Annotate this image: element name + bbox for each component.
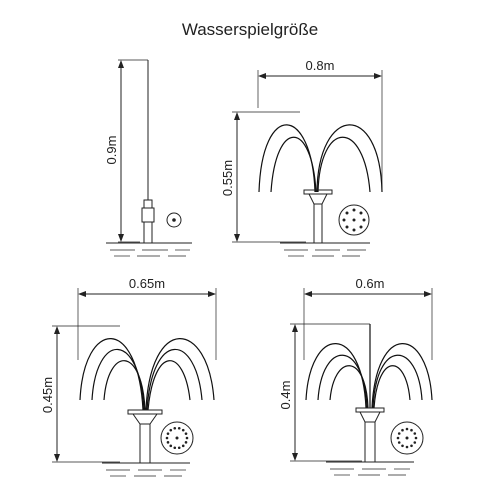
nozzle-hole	[401, 444, 404, 448]
nozzle-head	[143, 199, 153, 209]
nozzle-hole	[413, 441, 417, 444]
nozzle-hole	[181, 428, 185, 432]
height-label: 0.9m	[104, 136, 119, 165]
multi-jet-nozzle-icon	[338, 204, 370, 236]
nozzle-hole	[177, 426, 181, 430]
nozzle-hole	[169, 428, 173, 432]
fountain-3: 0.65m 0.45m	[40, 276, 217, 477]
fountain-2: 0.8m 0.55m	[220, 58, 383, 257]
nozzle-hole	[410, 444, 413, 448]
width-label: 0.6m	[356, 276, 385, 291]
nozzle-hole	[413, 432, 417, 435]
nozzle-hole	[165, 436, 169, 440]
nozzle-body	[141, 207, 155, 223]
nozzle-head	[127, 409, 163, 415]
fountain-4: 0.6m 0.4m	[278, 276, 433, 476]
nozzle-hole	[184, 432, 188, 435]
nozzle-hole	[401, 428, 404, 432]
width-label: 0.8m	[306, 58, 335, 73]
nozzle-hole	[181, 444, 185, 448]
nozzle-hole	[173, 446, 177, 450]
ring-nozzle-icon	[390, 421, 424, 455]
fountain-1: 0.9m	[104, 59, 192, 257]
nozzle-hole	[166, 441, 170, 444]
nozzle-head	[355, 407, 385, 413]
page-title: Wasserspielgröße	[181, 20, 319, 39]
width-label: 0.65m	[129, 276, 165, 291]
single-jet-nozzle-icon	[166, 212, 182, 228]
nozzle-hole	[405, 427, 409, 431]
nozzle-hole	[396, 436, 400, 440]
water-arcs	[258, 124, 383, 193]
nozzle-hole	[177, 446, 181, 450]
water-arcs	[305, 343, 433, 409]
height-label: 0.45m	[40, 377, 55, 413]
height-label: 0.4m	[278, 381, 293, 410]
nozzle-hole	[169, 444, 173, 448]
ring-nozzle-icon	[160, 421, 194, 455]
nozzle-head	[303, 189, 333, 195]
nozzle-hole	[166, 432, 170, 435]
nozzle-hole	[414, 436, 418, 440]
nozzle-hole	[397, 441, 401, 444]
nozzle-hole	[184, 441, 188, 444]
nozzle-hole	[173, 426, 177, 430]
nozzle-hole	[397, 432, 401, 435]
nozzle-hole	[185, 436, 189, 440]
height-label: 0.55m	[220, 160, 235, 196]
water-arcs	[79, 338, 215, 411]
nozzle-hole	[410, 428, 413, 432]
nozzle-hole	[405, 445, 409, 449]
